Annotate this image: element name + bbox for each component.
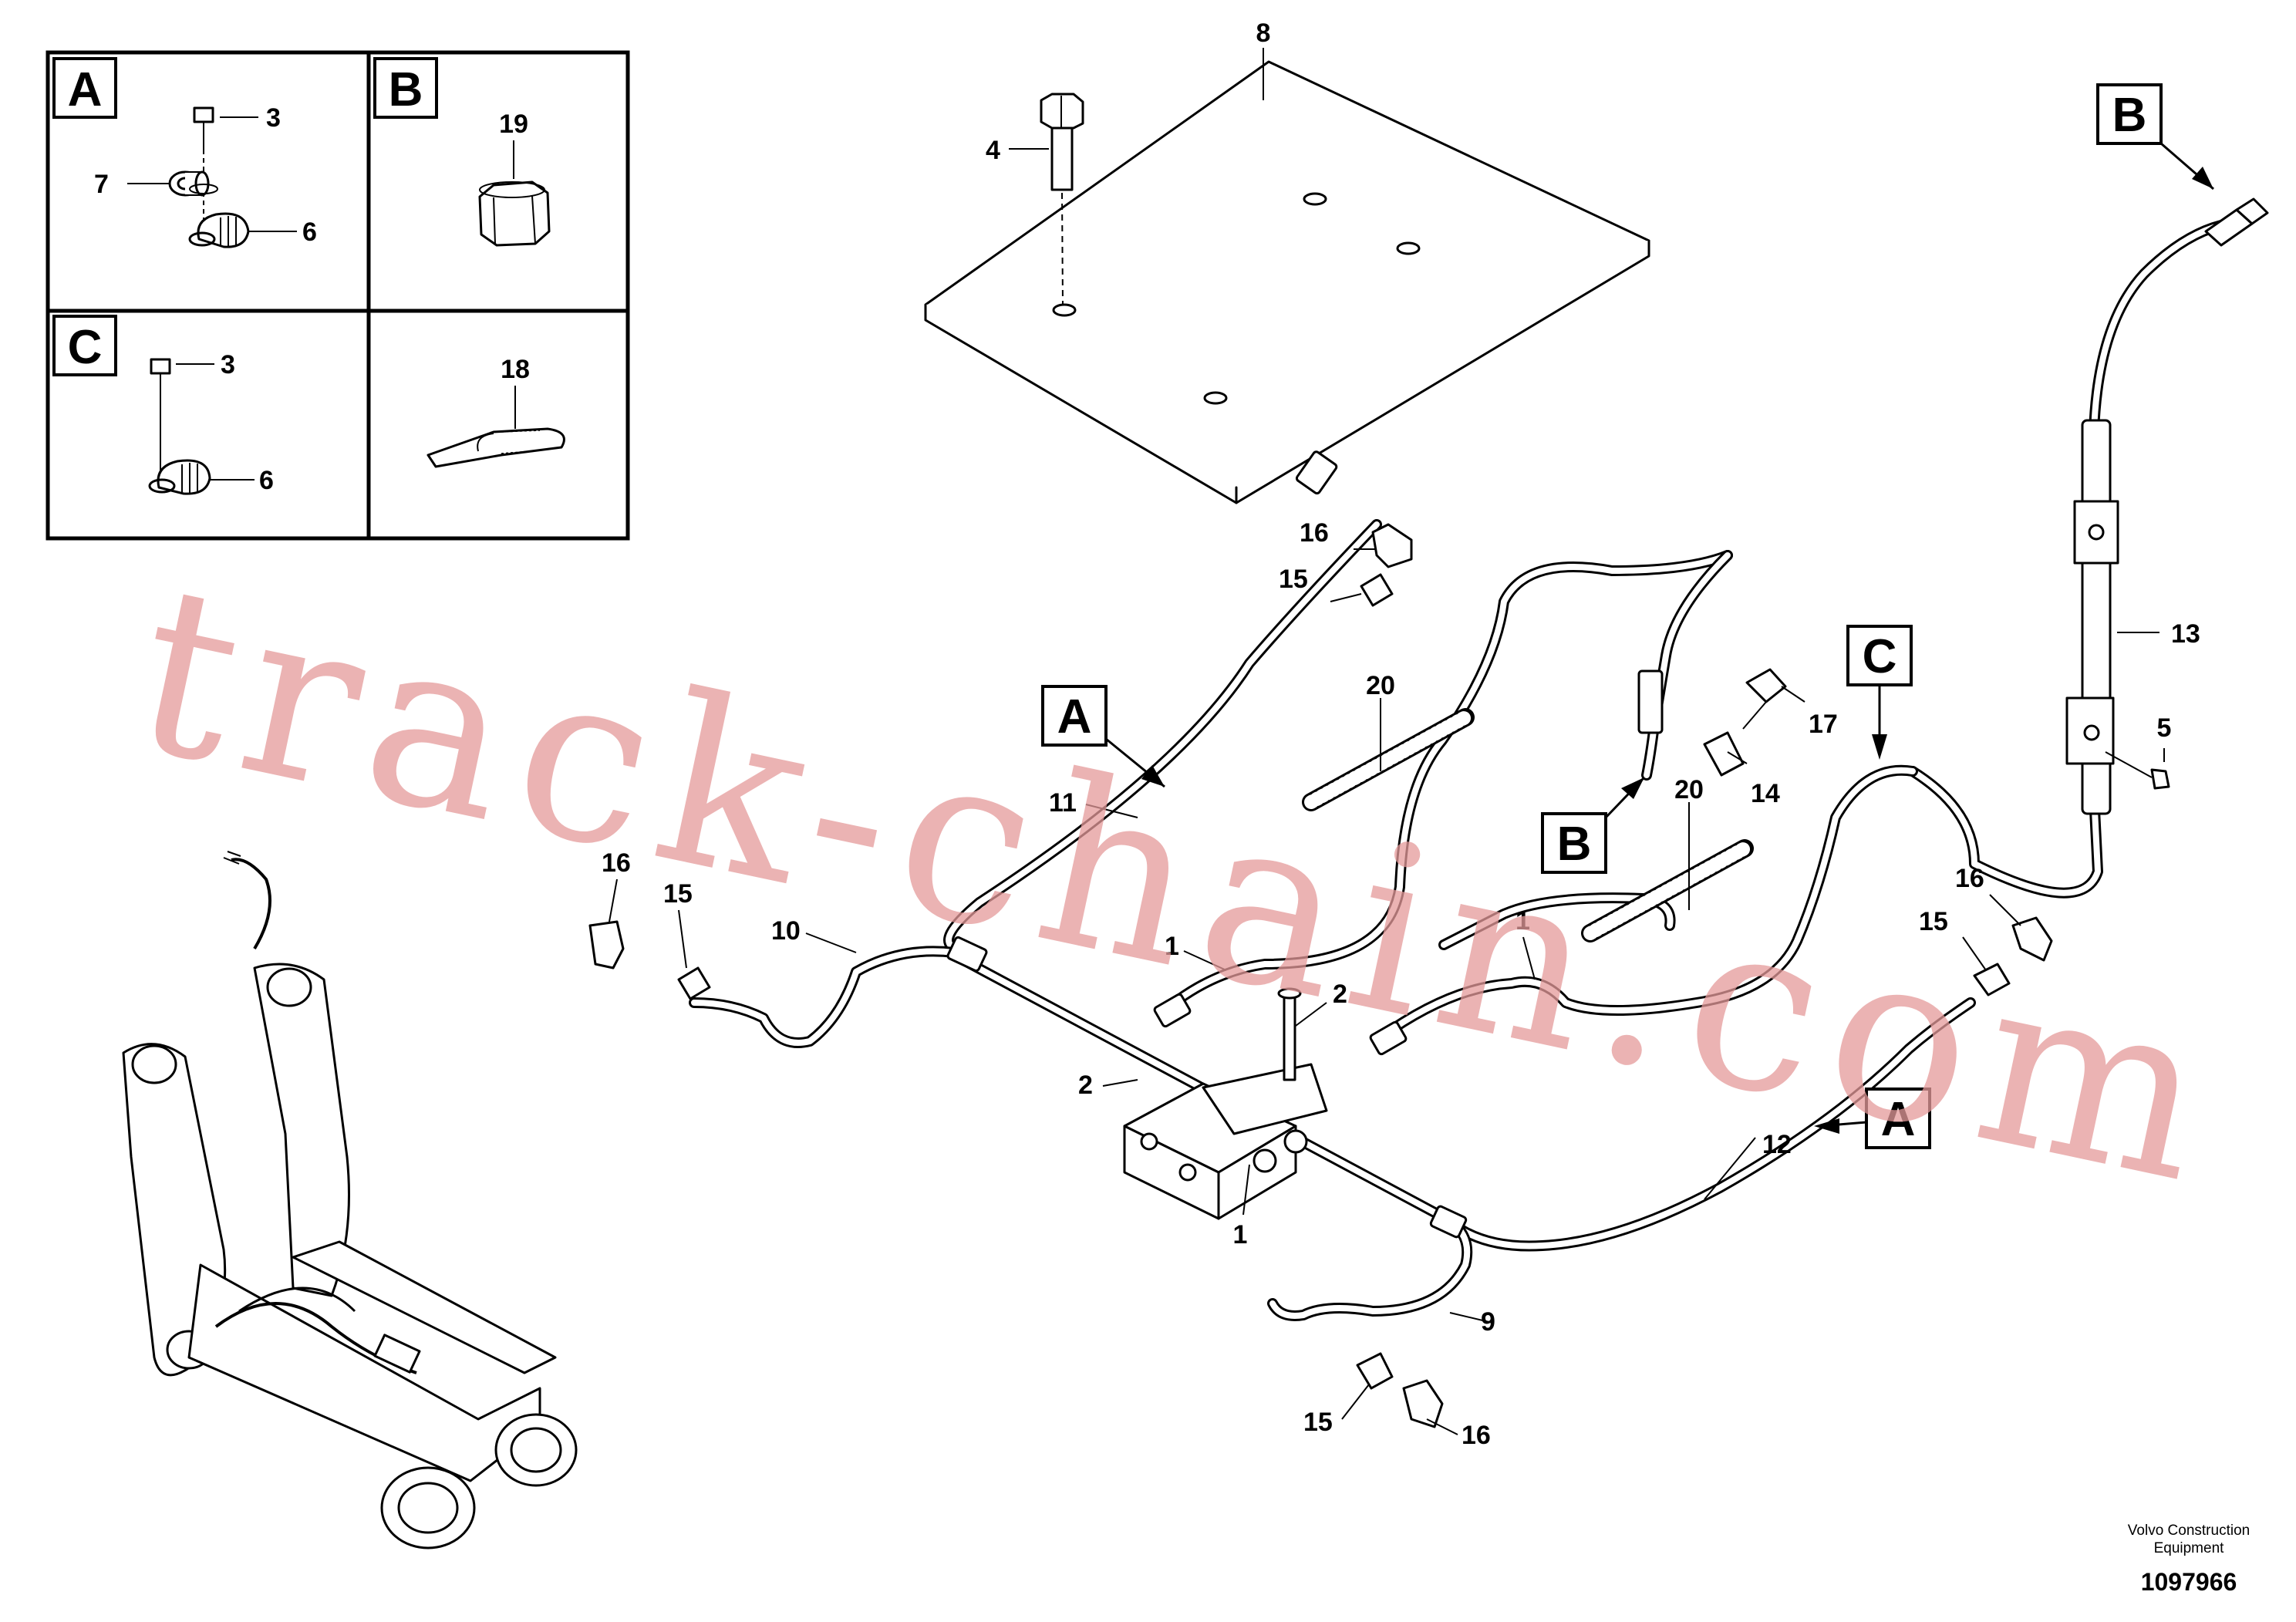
- footer-brand-line1: Volvo Construction: [2128, 1523, 2250, 1539]
- panel-a-callout-6: 6: [302, 218, 317, 247]
- panel-c-callout-6: 6: [259, 466, 274, 495]
- flag-c-letter: C: [1863, 630, 1897, 683]
- callout-17: 17: [1809, 710, 1838, 739]
- callout-4: 4: [986, 136, 1000, 165]
- elbow-16-bottom-icon: [1402, 1379, 1444, 1428]
- panel-a-screw-icon: [193, 106, 214, 235]
- machine-overview-icon: [122, 851, 578, 1549]
- callout-1-right: 1: [1515, 906, 1530, 936]
- callout-16-top: 16: [1300, 518, 1329, 548]
- panel-c-callout-3: 3: [221, 350, 235, 379]
- footer-brand-line2: Equipment: [2154, 1540, 2225, 1556]
- inset-panels: A 3 7: [46, 50, 630, 541]
- callout-8: 8: [1256, 19, 1271, 48]
- callout-leaders: [609, 548, 2021, 1435]
- callout-20-lower: 20: [1674, 775, 1704, 804]
- flag-b-top-letter: B: [2112, 89, 2147, 142]
- cable-tie-icon: [426, 427, 565, 468]
- coil-sleeve-upper: [1302, 708, 1475, 811]
- flag-a-left-letter: A: [1057, 690, 1092, 744]
- callout-16-bottom: 16: [1462, 1421, 1491, 1450]
- panel-a-letter: A: [68, 63, 103, 116]
- reference-flag-a-right: A: [1814, 1088, 1931, 1149]
- callout-15-left: 15: [663, 879, 693, 909]
- hose-13: [1438, 197, 2269, 950]
- plate-hole-3: [1052, 303, 1077, 317]
- adapter-15-top-icon: [1360, 573, 1394, 607]
- callout-2-left: 2: [1078, 1071, 1093, 1100]
- inset-panel-b: B 19: [373, 57, 551, 247]
- reference-flag-b-top: B: [2096, 83, 2214, 191]
- drawing-number: 1097966: [2141, 1568, 2237, 1596]
- coil-sleeve-lower: [1581, 839, 1754, 943]
- inset-panel-cable-tie: 18: [426, 355, 565, 468]
- plate-hole-2: [1396, 241, 1421, 255]
- nut-icon: [478, 180, 551, 247]
- plate-hole-1: [1303, 192, 1327, 206]
- valve-block: [1123, 987, 1328, 1220]
- callout-12: 12: [1762, 1130, 1792, 1159]
- nipple-17-icon: [1742, 668, 1787, 730]
- panel-a-callout-7: 7: [94, 170, 109, 199]
- callout-16-right: 16: [1955, 864, 1984, 893]
- callout-5: 5: [2157, 713, 2172, 743]
- callout-15-right: 15: [1919, 907, 1948, 936]
- callout-16-left: 16: [602, 848, 631, 878]
- cover-plate: [924, 60, 1650, 504]
- callout-11: 11: [1049, 788, 1077, 818]
- callout-15-top: 15: [1279, 565, 1308, 594]
- panel-c-screw-icon: [150, 358, 171, 478]
- inset-panel-c: C 3 6: [52, 315, 274, 495]
- hose-fittings: [946, 450, 1664, 1239]
- callout-15-bottom: 15: [1303, 1408, 1333, 1437]
- callout-1-bottom: 1: [1233, 1220, 1248, 1249]
- callout-13: 13: [2171, 619, 2200, 649]
- panel-a-spacer-icon: [168, 170, 218, 197]
- panel-a-callout-3: 3: [266, 103, 281, 133]
- bolt-icon: [1040, 93, 1084, 305]
- panel-b-letter: B: [389, 63, 423, 116]
- callout-14: 14: [1751, 779, 1780, 808]
- elbow-16-top-icon: [1371, 523, 1413, 568]
- adapter-15-bottom-icon: [1356, 1352, 1394, 1390]
- screw-5-icon: [2105, 751, 2170, 790]
- panel-c-letter: C: [68, 321, 103, 374]
- flag-a-right-letter: A: [1881, 1093, 1916, 1146]
- adapter-15-right-icon: [1973, 963, 2011, 996]
- panel-callout-18: 18: [501, 355, 530, 384]
- elbow-16-right-icon: [2011, 916, 2053, 962]
- panel-c-clamp-icon: [148, 459, 211, 495]
- callout-20-upper: 20: [1366, 671, 1395, 700]
- reference-flag-a-left: A: [1041, 685, 1165, 788]
- panel-b-callout-19: 19: [499, 110, 528, 139]
- flag-b-mid-letter: B: [1557, 818, 1592, 871]
- elbow-16-left-icon: [588, 920, 625, 969]
- reference-flag-c: C: [1846, 625, 1913, 760]
- callout-10: 10: [771, 916, 801, 946]
- adapter-15-left-icon: [677, 966, 711, 1000]
- reference-flag-b-mid: B: [1541, 777, 1644, 874]
- callout-9: 9: [1481, 1307, 1495, 1337]
- callout-1-left: 1: [1165, 932, 1179, 961]
- plate-hole-4: [1203, 391, 1228, 405]
- panel-a-clamp-icon: [188, 212, 250, 248]
- inset-panel-a: A 3 7: [52, 57, 317, 248]
- elbow-14-icon: [1703, 731, 1745, 777]
- callout-2-right: 2: [1333, 980, 1347, 1009]
